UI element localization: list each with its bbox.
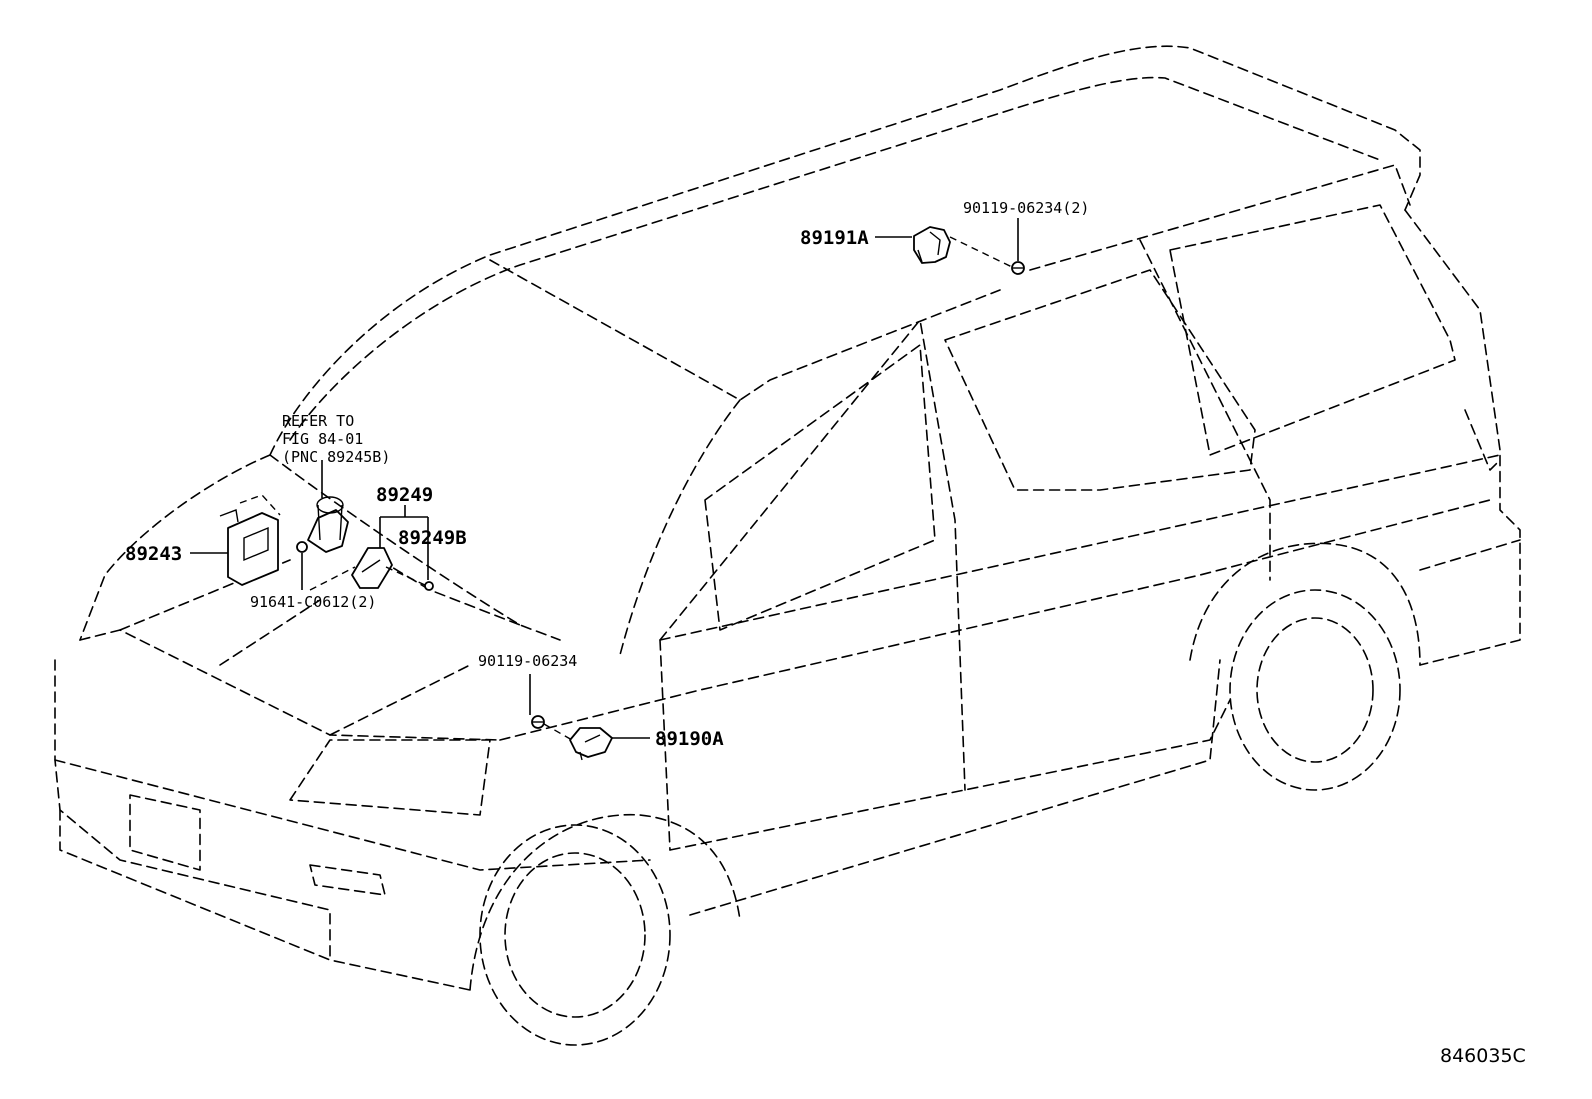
part-89249[interactable] [351,547,393,589]
side-bottom [689,659,1221,916]
callout-90119-06234-2: 90119-06234(2) [963,199,1089,217]
windshield-top [489,259,1001,401]
rear-wheel-outer [1229,589,1401,791]
hood-outline [79,454,271,641]
roof-inner-line [289,76,1381,441]
callout-89249: 89249 [376,484,433,506]
callout-89249b: 89249B [398,527,467,549]
part-89191a[interactable] [913,226,951,264]
vehicle-outline [54,45,1521,1046]
callout-89190a: 89190A [655,728,724,750]
bolt-90119-front[interactable] [531,715,545,729]
front-wheel-outer [479,824,671,1046]
leader-89249b-dash [385,566,426,586]
rear-wheel-arch [1189,542,1421,666]
dashboard-line [379,559,521,626]
callout-90119-06234: 90119-06234 [478,652,577,670]
side-beltline [499,499,1491,741]
side-window-mid [944,269,1256,491]
side-mid [659,454,1501,641]
c-pillar-line [1139,239,1271,581]
bolt-91641[interactable] [296,541,308,553]
a-pillar [619,399,741,656]
rear-bumper [1419,539,1521,571]
part-89243-ecu[interactable] [219,509,279,586]
side-rocker [669,699,1231,851]
ecu-bracket-dash [239,494,281,516]
leader-89190a-bolt [543,723,573,741]
headlight [289,739,491,816]
leader-89249-bracket [379,505,429,580]
hood-line-2 [219,599,321,666]
front-wheel-inner [504,852,646,1018]
figure-code: 846035C [1440,1045,1526,1067]
hood-front [79,629,501,741]
leader-89191a-bolt [949,236,1013,268]
part-89190a[interactable] [569,727,613,761]
roof-rear-edge [1029,164,1411,271]
front-wheel-arch [469,813,741,991]
windshield-outline [269,454,561,641]
bolt-90119-rear[interactable] [1011,261,1025,275]
bumper-top [54,759,651,871]
part-89245b-ref[interactable] [307,496,349,553]
fog-lamp [309,864,386,896]
hood-line-3 [329,664,471,736]
leader-91641-link [309,566,356,591]
front-window [704,344,936,631]
callout-refer-line1: REFER TO [282,412,354,430]
rear-wheel-inner [1256,617,1374,763]
grille [129,794,201,871]
front-lower [59,809,471,991]
front-door [659,319,966,851]
roof-outline [269,45,1421,456]
front-face [54,659,331,961]
callout-refer-line2: FIG 84-01 [282,430,363,448]
part-89249b-pin[interactable] [424,581,434,591]
callout-refer-line3: (PNC 89245B) [282,448,390,466]
callout-89243: 89243 [125,543,182,565]
rear-corner [1404,209,1521,666]
callout-89191a: 89191A [800,227,869,249]
callout-91641-c0612-2: 91641-C0612(2) [250,593,376,611]
rear-light [1464,409,1501,471]
side-window-rear [1169,204,1456,456]
